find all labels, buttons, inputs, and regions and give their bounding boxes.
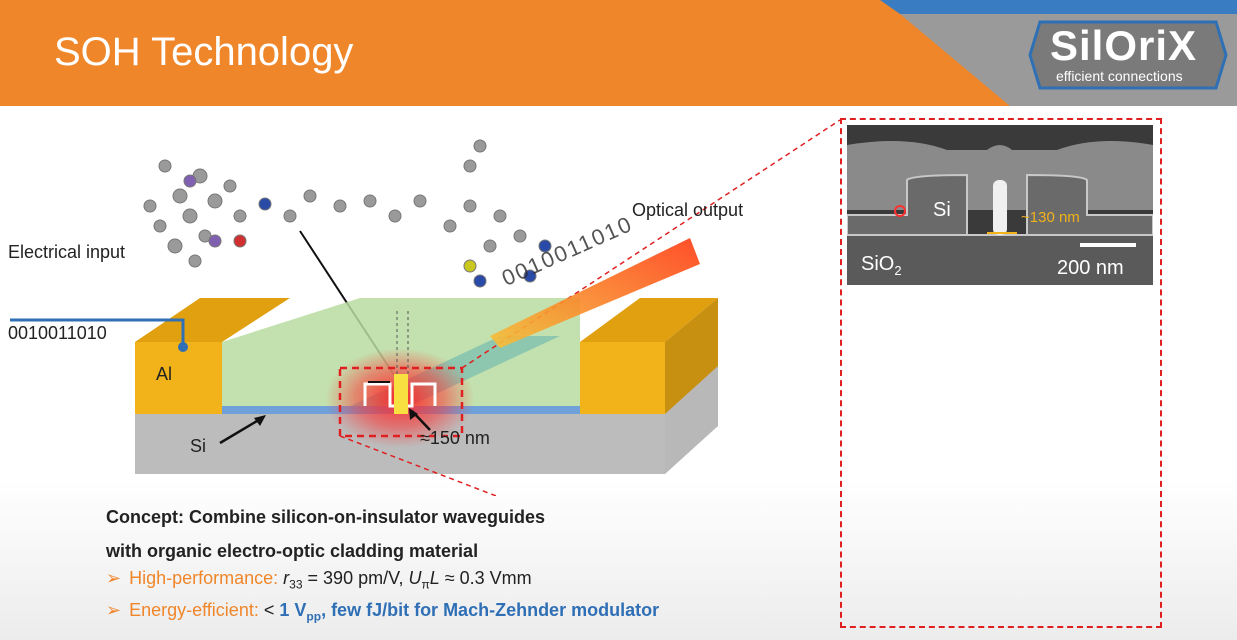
background-fade	[0, 480, 1237, 640]
concept-line-2: with organic electro-optic cladding mate…	[106, 541, 479, 561]
slot-width-label: ≈150 nm	[420, 428, 490, 448]
electrical-input-label: Electrical input	[8, 242, 126, 262]
logo-brand: SilOriX	[1050, 22, 1198, 69]
silorix-logo: SilOriX efficient connections	[1028, 20, 1228, 90]
bullet-energy-efficient: ➢Energy-efficient: < 1 Vpp, few fJ/bit f…	[106, 600, 660, 624]
logo-tagline: efficient connections	[1056, 68, 1183, 84]
sem-sio2-label: SiO2	[861, 253, 902, 278]
bullet-arrow-icon: ➢	[106, 568, 122, 588]
bullet-arrow-icon: ➢	[106, 600, 122, 620]
focus-box	[338, 366, 464, 438]
electrical-wire	[10, 318, 185, 346]
concept-line-1: Concept: Combine silicon-on-insulator wa…	[106, 507, 546, 527]
si-label: Si	[190, 436, 207, 456]
input-bit-sequence: 0010011010	[8, 323, 107, 343]
optical-output-label: Optical output	[632, 200, 744, 220]
sem-micrograph: Si ~130 nm SiO2 200 nm	[847, 125, 1153, 285]
al-electrode-left	[135, 342, 222, 414]
sem-scale-label: 200 nm	[1057, 257, 1124, 279]
bullet-high-performance: ➢High-performance: r33 = 390 pm/V, UπL ≈…	[106, 568, 532, 592]
sem-si-label: Si	[933, 199, 951, 221]
sem-width-label: ~130 nm	[1021, 209, 1080, 226]
zoom-callout-box	[840, 118, 1162, 628]
molecule-structure	[143, 139, 552, 288]
optical-beam	[490, 238, 700, 348]
soh-device-diagram	[10, 119, 840, 496]
header-bar: SOH Technology SilOriX efficient connect…	[0, 0, 1237, 106]
page-title: SOH Technology	[54, 30, 354, 74]
al-label: Al	[156, 364, 173, 384]
concept-text: Concept: Combine silicon-on-insulator wa…	[106, 500, 545, 568]
al-electrode-right	[580, 342, 665, 414]
